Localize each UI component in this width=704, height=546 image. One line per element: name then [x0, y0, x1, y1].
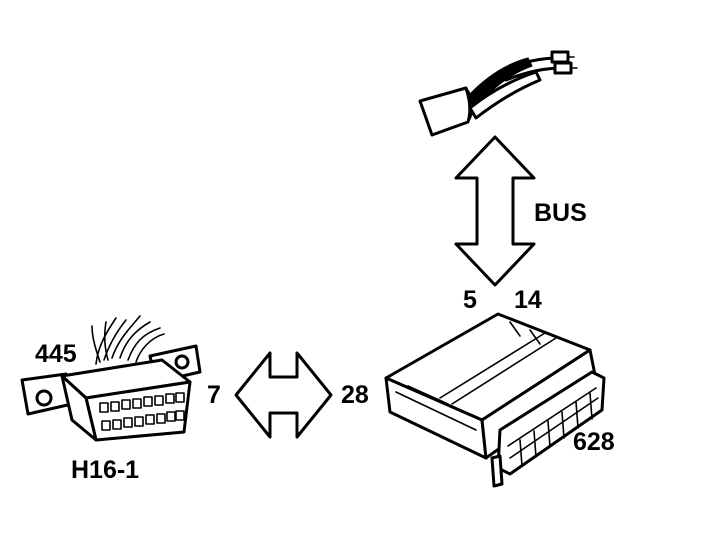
connector-id-label: H16-1	[71, 456, 140, 484]
bus-cable-icon	[418, 50, 578, 137]
link-double-arrow-icon	[234, 351, 333, 439]
bus-label: BUS	[534, 199, 587, 227]
connector-number-label: 445	[35, 340, 77, 368]
module-number-label: 628	[573, 428, 615, 456]
control-module-icon	[384, 312, 606, 488]
pin-14-label: 14	[514, 286, 542, 314]
pin-7-label: 7	[207, 381, 221, 409]
pin-28-label: 28	[341, 381, 369, 409]
bus-double-arrow-icon	[454, 135, 536, 287]
obd-connector-icon	[20, 315, 202, 442]
pin-5-label: 5	[463, 286, 477, 314]
